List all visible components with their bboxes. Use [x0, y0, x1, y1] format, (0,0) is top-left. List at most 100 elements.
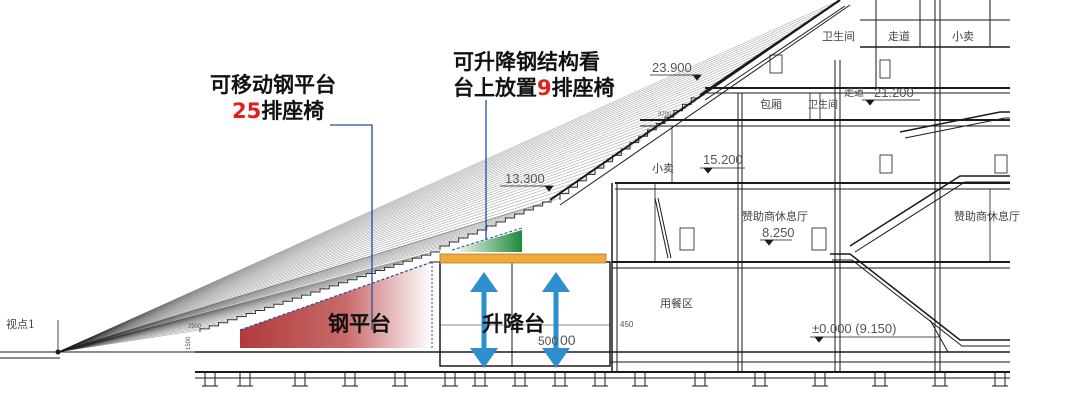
room-sponsor-lounge-2: 赞助商休息厅 [954, 209, 1020, 223]
dim-500: 500 [538, 334, 558, 348]
sightline [57, 39, 783, 353]
ground-structure [0, 351, 1010, 379]
sightline [57, 172, 597, 353]
room-box: 包厢 [760, 98, 782, 111]
elevation-21200: 21.200 [874, 85, 914, 100]
movable-steel-platform [240, 262, 432, 348]
lift-platform-label: 升降台 [482, 312, 545, 336]
sightline [57, 329, 201, 353]
sightline [57, 6, 831, 353]
sightline [57, 65, 744, 353]
footing [237, 371, 253, 387]
sightline [57, 165, 606, 353]
sightline [57, 52, 763, 353]
upper-tier-rake [549, 0, 851, 206]
footing [472, 371, 488, 387]
movable-seat-text: 排座椅 [261, 99, 324, 123]
dim-00: 00 [560, 332, 576, 348]
top-seating-steps [559, 97, 700, 200]
retractable-pre-text: 台上放置 [453, 76, 537, 100]
sightline [57, 159, 615, 353]
sightline [57, 26, 802, 353]
sightline [57, 146, 633, 353]
footings [202, 371, 1008, 387]
sightline [57, 191, 570, 353]
sightline [57, 45, 773, 353]
elevation-0: ±0.000 (9.150) [812, 321, 896, 336]
sightline [57, 32, 792, 353]
room-toilet-2: 卫生间 [808, 98, 838, 111]
footing [342, 371, 358, 387]
footing [442, 371, 458, 387]
footing [872, 371, 888, 387]
lift-arrow-right [542, 272, 570, 368]
sightline [57, 120, 669, 353]
sightline [57, 101, 697, 353]
sightline [57, 323, 219, 353]
sightline [57, 133, 651, 353]
elevation-23900: 23.900 [652, 60, 692, 75]
steel-platform-label: 钢平台 [328, 312, 391, 336]
footing [992, 371, 1008, 387]
footing [292, 371, 308, 387]
sightline [57, 78, 725, 353]
sightline [57, 178, 588, 353]
room-corridor-2: 走道 [844, 86, 864, 99]
callout-movable-line2: 25排座椅 [232, 99, 324, 123]
retractable-stand [452, 230, 522, 252]
viewpoint-marker [55, 320, 61, 355]
sightline [57, 72, 735, 353]
sightline [57, 114, 678, 353]
sightline [57, 249, 441, 353]
footing [592, 371, 608, 387]
footing [692, 371, 708, 387]
footing [202, 371, 218, 387]
room-toilet: 卫生间 [822, 29, 855, 43]
movable-platform-outline [239, 261, 433, 331]
sightline [57, 58, 754, 353]
leader-lines [330, 100, 487, 330]
footing [632, 371, 648, 387]
room-sponsor-lounge: 赞助商休息厅 [742, 209, 808, 223]
sightline [57, 126, 660, 353]
footing [752, 371, 768, 387]
sightline [57, 184, 579, 353]
footing [552, 371, 568, 387]
room-kiosk-top: 小卖 [952, 30, 974, 43]
retractable-post-text: 排座椅 [552, 76, 615, 100]
elevation-8250: 8.250 [762, 225, 795, 240]
escalators [830, 111, 1010, 353]
callout-movable-line1: 可移动钢平台 [210, 73, 336, 97]
dim-2500: 2500 [188, 324, 202, 330]
dim-450: 450 [620, 320, 634, 329]
sightline [57, 94, 706, 353]
sightline [57, 91, 706, 353]
lift-arrow-left [470, 272, 498, 368]
sightline-fan [57, 0, 841, 353]
sightline [57, 197, 561, 353]
footing [812, 371, 828, 387]
sightline [57, 19, 812, 353]
movable-seat-rows: 25 [232, 99, 261, 123]
viewpoint-label: 视点1 [6, 317, 35, 331]
elevation-markers [500, 74, 940, 343]
footing [512, 371, 528, 387]
callout-retractable-line1: 可升降钢结构看 [453, 50, 600, 74]
retractable-seat-rows: 9 [537, 76, 552, 100]
sightline [57, 247, 441, 353]
lower-seating-steps [199, 251, 440, 332]
callout-retractable-line2: 台上放置9排座椅 [453, 76, 615, 100]
elevation-13300: 13.300 [505, 171, 545, 186]
footing [392, 371, 408, 387]
dim-1500: 1500 [186, 336, 192, 350]
dim-3700: 3700 [658, 112, 672, 118]
upper-seating-steps [439, 201, 552, 250]
sightline [57, 85, 715, 353]
sightline [57, 12, 821, 353]
sightline [57, 139, 642, 353]
building-floors [611, 0, 1010, 372]
room-corridor: 走道 [888, 29, 910, 43]
sightline [57, 0, 841, 353]
